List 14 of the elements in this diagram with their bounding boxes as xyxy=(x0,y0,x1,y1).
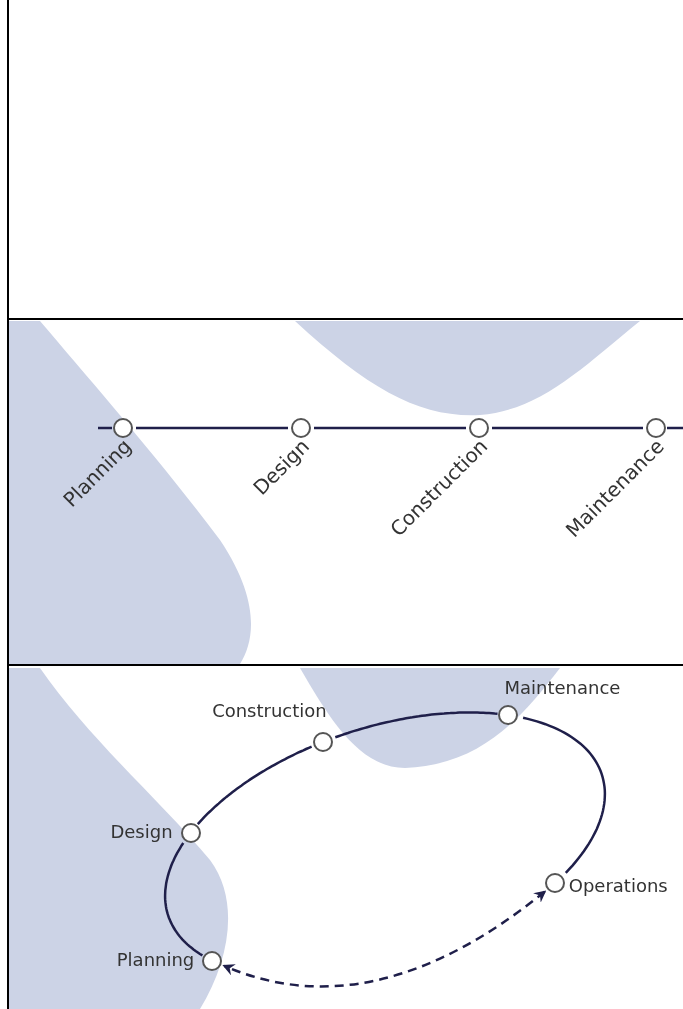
connector-line xyxy=(196,745,313,825)
stage-label: Maintenance xyxy=(504,677,621,699)
connector-line xyxy=(522,716,607,874)
connector-line xyxy=(492,426,643,430)
stage-label: Construction xyxy=(212,700,327,722)
connector-line xyxy=(163,842,204,957)
stage-label: Planning xyxy=(116,948,195,970)
connector-line xyxy=(314,426,466,430)
connector-line xyxy=(98,426,112,430)
stage-label: Design xyxy=(110,820,173,842)
connector-line xyxy=(334,711,498,739)
arrow xyxy=(222,890,547,988)
connector-line xyxy=(136,426,288,430)
stage-label: Operations xyxy=(568,875,668,897)
